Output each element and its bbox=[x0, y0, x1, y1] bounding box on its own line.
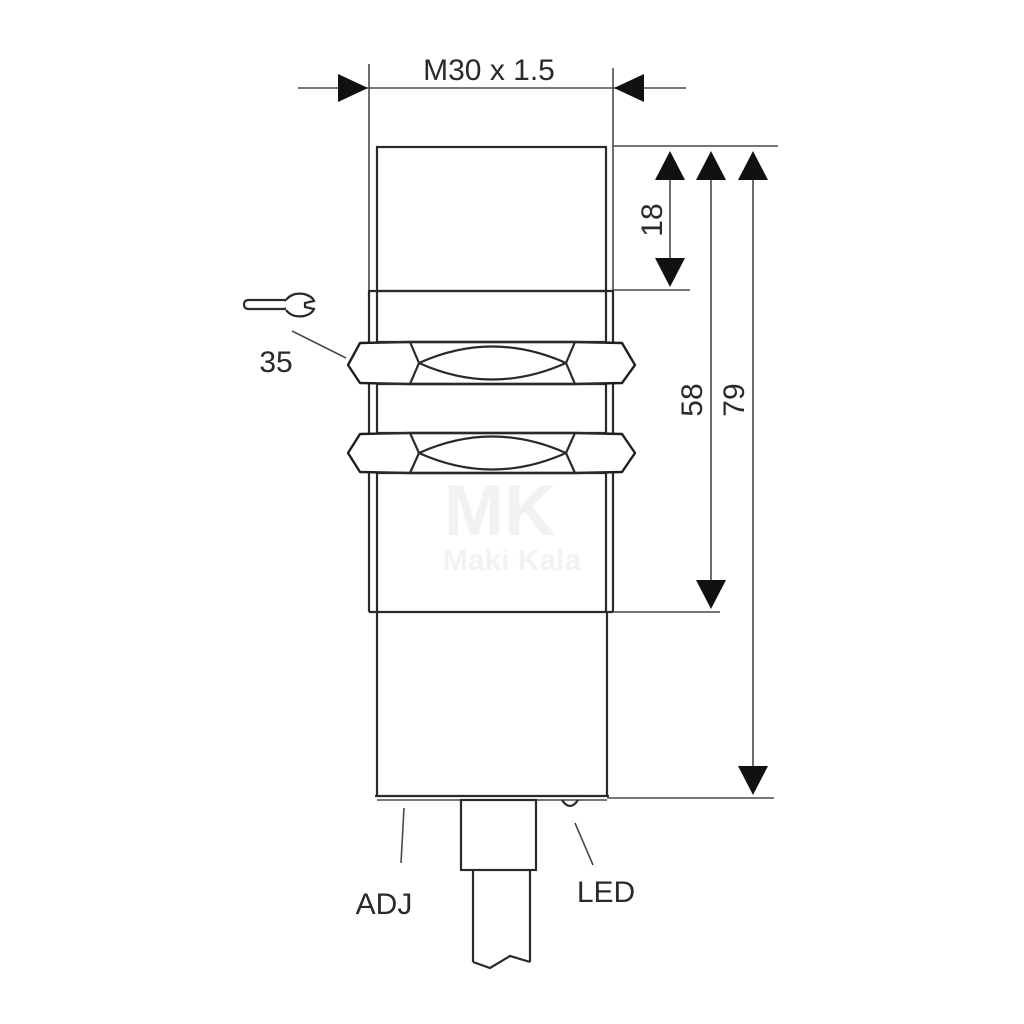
sensor-head bbox=[375, 145, 608, 293]
arrow-up-icon bbox=[696, 151, 726, 180]
dimension-58: 58 bbox=[676, 151, 726, 609]
dim-79-label: 79 bbox=[718, 383, 751, 416]
sensor-rear-housing bbox=[375, 612, 609, 801]
dimension-18: 18 bbox=[636, 151, 685, 287]
arrow-down-icon bbox=[655, 258, 685, 287]
thread-label: M30 x 1.5 bbox=[423, 54, 555, 87]
cable-gland bbox=[459, 798, 538, 872]
led-label: LED bbox=[577, 876, 635, 909]
dimension-79: 79 bbox=[718, 151, 768, 795]
svg-text:MK: MK bbox=[444, 471, 556, 551]
thread-dimension: M30 x 1.5 bbox=[298, 54, 686, 290]
wrench-size-label: 35 bbox=[259, 346, 292, 379]
led-callout: LED bbox=[574, 822, 635, 909]
arrow-up-icon bbox=[655, 151, 685, 180]
arrow-right-icon bbox=[338, 74, 368, 102]
arrow-down-icon bbox=[738, 766, 768, 795]
watermark: MK Maki Kala bbox=[443, 471, 582, 577]
cable bbox=[471, 870, 532, 970]
dim-18-label: 18 bbox=[636, 203, 669, 236]
arrow-down-icon bbox=[696, 580, 726, 609]
adj-callout: ADJ bbox=[356, 807, 413, 921]
dim-58-label: 58 bbox=[676, 383, 709, 416]
adj-label: ADJ bbox=[356, 888, 413, 921]
arrow-left-icon bbox=[614, 74, 644, 102]
extension-lines bbox=[607, 145, 778, 799]
led-indicator bbox=[561, 799, 579, 808]
arrow-up-icon bbox=[738, 151, 768, 180]
wrench-icon bbox=[242, 292, 316, 318]
hex-nut-upper bbox=[346, 340, 637, 386]
wrench-callout: 35 bbox=[242, 292, 347, 379]
hex-nut-lower bbox=[346, 431, 637, 475]
svg-text:Maki Kala: Maki Kala bbox=[443, 544, 582, 577]
